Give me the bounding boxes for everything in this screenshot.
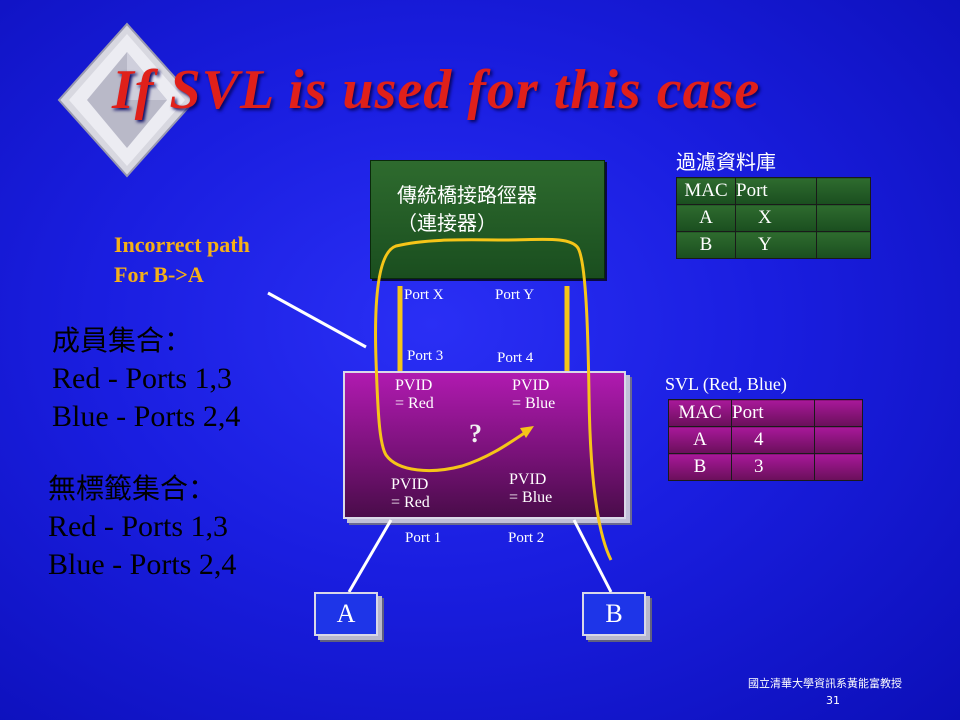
table-header-mac: MAC xyxy=(668,399,732,427)
pvid-label-br: PVID = Blue xyxy=(509,471,553,506)
node-a: A xyxy=(314,592,378,636)
table-cell-empty xyxy=(816,177,871,205)
table-cell: A xyxy=(676,204,736,232)
table-row: MAC Port xyxy=(676,177,871,205)
table-cell-empty xyxy=(816,231,871,259)
table-cell: B xyxy=(668,453,732,481)
path-arrowhead xyxy=(520,426,534,438)
bridge-label: 傳統橋接路徑器 xyxy=(397,183,537,207)
table-row: A 4 xyxy=(668,426,863,454)
table-cell-empty xyxy=(816,204,871,232)
filter-db-title: 過濾資料庫 xyxy=(676,150,776,174)
port-4-label: Port 4 xyxy=(497,350,534,366)
port-x-label: Port X xyxy=(404,287,444,303)
incorrect-path-label: Incorrect path For B->A xyxy=(114,232,250,287)
link-port-2-b xyxy=(572,519,613,593)
page-number: 31 xyxy=(826,694,840,707)
table-header-mac: MAC xyxy=(676,177,736,205)
table-cell: 4 xyxy=(731,426,815,454)
table-cell-empty xyxy=(814,453,863,481)
table-cell: 3 xyxy=(731,453,815,481)
incorrect-path-pointer xyxy=(267,291,367,349)
untagged-set: 無標籤集合： Red - Ports 1,3 Blue - Ports 2,4 xyxy=(48,470,236,584)
port-y-label: Port Y xyxy=(495,287,535,303)
filter-db-table: MAC Port A X B Y xyxy=(676,177,871,259)
table-row: B 3 xyxy=(668,453,863,481)
member-set-blue: Blue - Ports 2,4 xyxy=(52,400,241,433)
untagged-set-red: Red - Ports 1,3 xyxy=(48,510,228,543)
untagged-set-heading: 無標籤集合： xyxy=(48,472,217,505)
pvid-label-tl: PVID = Red xyxy=(395,377,434,412)
vlan-switch-box: PVID = Red PVID = Blue PVID = Red PVID =… xyxy=(343,371,626,519)
untagged-set-blue: Blue - Ports 2,4 xyxy=(48,548,237,581)
pvid-label-bl: PVID = Red xyxy=(391,476,430,511)
member-set-red: Red - Ports 1,3 xyxy=(52,362,232,395)
port-2-label: Port 2 xyxy=(508,530,545,546)
table-row: A X xyxy=(676,204,871,232)
link-port-1-a xyxy=(347,519,393,593)
table-cell: B xyxy=(676,231,736,259)
node-b: B xyxy=(582,592,646,636)
pvid-label-tr: PVID = Blue xyxy=(512,377,556,412)
slide-title: If SVL is used for this case xyxy=(112,59,761,121)
bridge-box: 傳統橋接路徑器 （連接器） xyxy=(370,160,605,279)
svl-title: SVL (Red, Blue) xyxy=(665,374,787,394)
table-cell: Y xyxy=(735,231,817,259)
footer-text: 國立清華大學資訊系黃能富教授 xyxy=(748,677,902,690)
table-cell: A xyxy=(668,426,732,454)
diamond-logo xyxy=(57,22,197,178)
incorrect-path-loop xyxy=(374,237,613,561)
table-header-port: Port xyxy=(735,177,817,205)
member-set-heading: 成員集合： xyxy=(52,324,193,357)
port-3-label: Port 3 xyxy=(407,348,444,364)
port-1-label: Port 1 xyxy=(405,530,442,546)
member-set: 成員集合： Red - Ports 1,3 Blue - Ports 2,4 xyxy=(52,322,240,436)
table-row: B Y xyxy=(676,231,871,259)
bridge-sublabel: （連接器） xyxy=(397,211,497,235)
question-mark: ? xyxy=(469,419,482,448)
svl-table: MAC Port A 4 B 3 xyxy=(668,399,863,481)
table-header-port: Port xyxy=(731,399,815,427)
table-cell: X xyxy=(735,204,817,232)
